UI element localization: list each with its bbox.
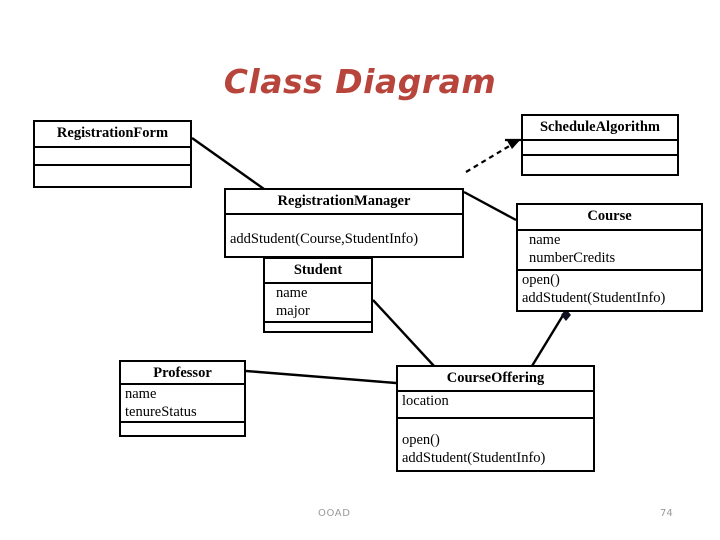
attribute-course-name: name	[529, 232, 561, 248]
class-attributes-registration-manager	[226, 215, 462, 230]
class-attributes-course-offering: location	[398, 392, 593, 419]
class-attributes-professor: name tenureStatus	[121, 385, 244, 423]
class-name-schedule-algorithm: ScheduleAlgorithm	[523, 116, 677, 141]
uml-class-student[interactable]: Student name major	[263, 257, 373, 333]
class-operations-student	[265, 323, 371, 335]
class-name-registration-form: RegistrationForm	[35, 122, 190, 148]
class-name-professor: Professor	[121, 362, 244, 385]
arrowhead-manager-to-algorithm	[506, 139, 521, 149]
uml-class-registration-form[interactable]: RegistrationForm	[33, 120, 192, 188]
uml-class-schedule-algorithm[interactable]: ScheduleAlgorithm	[521, 114, 679, 176]
connector-professor-to-offering	[245, 369, 397, 385]
connector-manager-to-algorithm	[465, 141, 517, 173]
class-operations-professor	[121, 423, 244, 435]
attribute-course-offering-location: location	[402, 393, 449, 409]
attribute-professor-name: name	[125, 386, 157, 402]
attribute-course-number-credits: numberCredits	[529, 249, 616, 266]
page-number: 74	[660, 508, 673, 519]
connector-manager-to-course	[463, 190, 517, 222]
uml-class-professor[interactable]: Professor name tenureStatus	[119, 360, 246, 437]
connector-student-to-offering	[372, 299, 435, 367]
footer-label: OOAD	[318, 508, 351, 519]
page-title: Class Diagram	[223, 62, 497, 101]
class-name-student: Student	[265, 259, 371, 284]
uml-class-course[interactable]: Course name numberCredits open() addStud…	[516, 203, 703, 312]
class-operations-course: open() addStudent(StudentInfo)	[518, 271, 701, 310]
class-operations-registration-form	[35, 166, 190, 186]
class-operations-course-offering: open() addStudent(StudentInfo)	[398, 419, 593, 470]
uml-class-registration-manager[interactable]: RegistrationManager	[224, 188, 464, 232]
class-name-course-offering: CourseOffering	[398, 367, 593, 392]
operation-course-open: open()	[522, 272, 560, 288]
connector-form-to-manager	[191, 137, 265, 190]
class-attributes-registration-form	[35, 148, 190, 166]
connector-course-to-offering	[530, 311, 567, 367]
uml-class-course-offering[interactable]: CourseOffering location open() addStuden…	[396, 365, 595, 472]
class-attributes-schedule-algorithm	[523, 141, 677, 156]
attribute-student-major: major	[276, 302, 310, 319]
class-operations-schedule-algorithm	[523, 156, 677, 174]
aggregation-diamond-course	[561, 309, 571, 321]
class-name-course: Course	[518, 205, 701, 231]
class-name-registration-manager: RegistrationManager	[226, 190, 462, 215]
uml-operations-registration-manager: addStudent(Course,StudentInfo)	[224, 230, 464, 258]
attribute-professor-tenure-status: tenureStatus	[125, 403, 197, 420]
operation-course-offering-open: open()	[402, 432, 440, 448]
class-attributes-course: name numberCredits	[518, 231, 701, 271]
class-attributes-student: name major	[265, 284, 371, 323]
operation-add-student-course: addStudent(Course,StudentInfo)	[230, 231, 419, 247]
operation-course-add-student: addStudent(StudentInfo)	[522, 289, 666, 306]
operation-course-offering-add-student: addStudent(StudentInfo)	[402, 449, 546, 466]
attribute-student-name: name	[276, 285, 308, 301]
